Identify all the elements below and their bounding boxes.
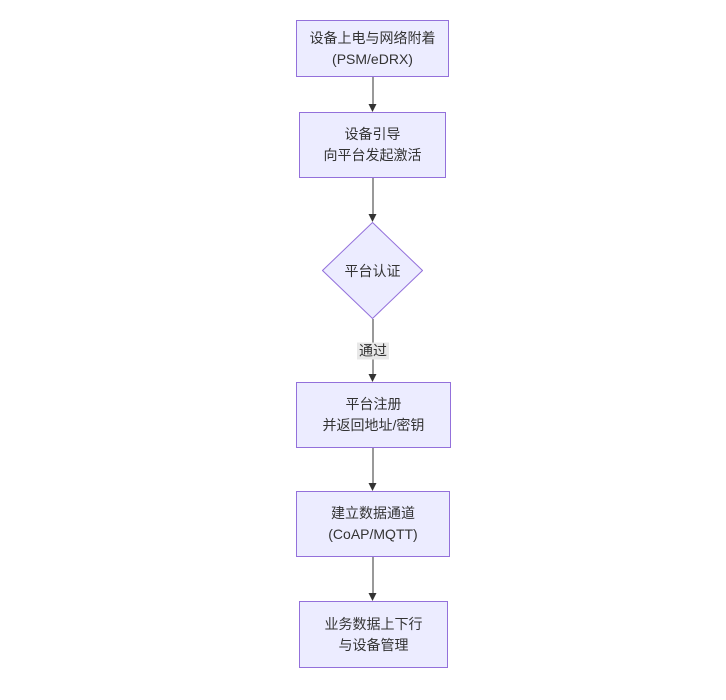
node-text-line: 设备引导 <box>344 126 401 142</box>
node-text-line: 向平台发起激活 <box>323 147 422 163</box>
node-text-line: 并返回地址/密钥 <box>322 417 425 433</box>
node-text-line: (CoAP/MQTT) <box>328 526 418 542</box>
node-text-line: 平台认证 <box>344 262 401 279</box>
arrowhead-down-icon <box>368 593 377 601</box>
arrowhead-down-icon <box>368 374 377 382</box>
node-data-channel: 建立数据通道 (CoAP/MQTT) <box>296 491 450 557</box>
arrow-connector-1 <box>368 77 377 112</box>
arrowhead-down-icon <box>368 214 377 222</box>
arrow-connector-2 <box>368 178 377 222</box>
arrow-shaft <box>372 448 373 483</box>
arrow-connector-4 <box>368 448 377 491</box>
node-text-line: (PSM/eDRX) <box>332 50 413 67</box>
diamond-shape <box>322 222 423 319</box>
arrow-shaft <box>372 178 373 214</box>
node-text-line: 业务数据上下行 <box>324 615 423 632</box>
edge-label-pass: 通过 <box>357 342 389 360</box>
arrow-shaft <box>372 557 373 593</box>
node-platform-register: 平台注册 并返回地址/密钥 <box>296 382 451 448</box>
node-device-power-attach: 设备上电与网络附着 (PSM/eDRX) <box>296 20 449 77</box>
arrowhead-down-icon <box>368 483 377 491</box>
arrow-connector-5 <box>368 557 377 601</box>
decision-platform-auth: 平台认证 <box>322 222 423 319</box>
arrowhead-down-icon <box>368 104 377 112</box>
node-business-data-mgmt: 业务数据上下行 与设备管理 <box>299 601 448 668</box>
arrow-shaft <box>372 77 373 104</box>
node-device-bootstrap: 设备引导 向平台发起激活 <box>299 112 446 178</box>
node-text-line: 建立数据通道 <box>331 505 415 521</box>
node-text-line: 平台注册 <box>345 396 402 412</box>
node-text-line: 设备上电与网络附着 <box>309 29 436 46</box>
node-text-line: 与设备管理 <box>338 636 409 653</box>
